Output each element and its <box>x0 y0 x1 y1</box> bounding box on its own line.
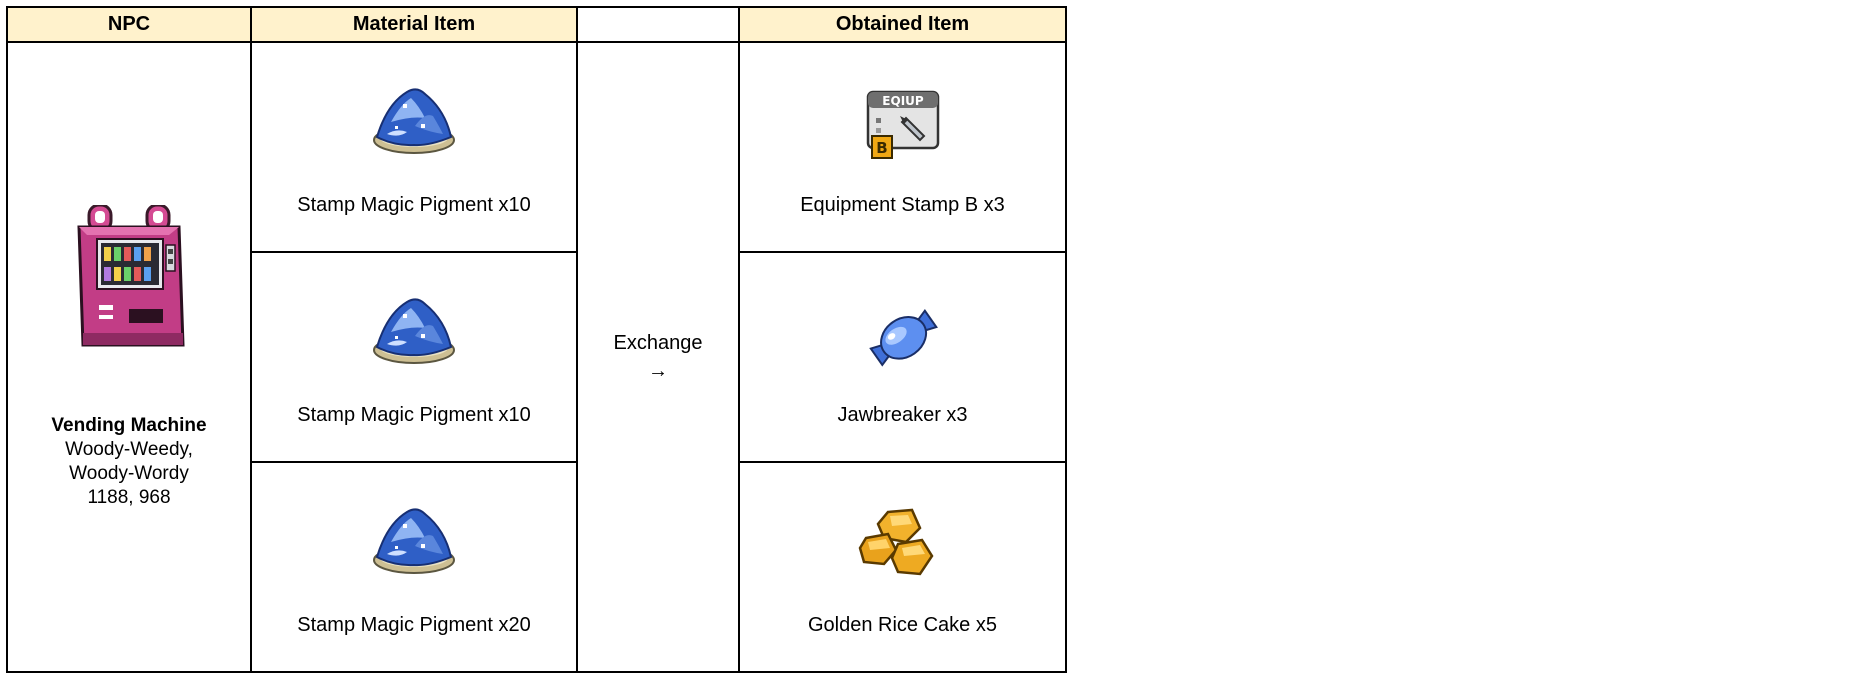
material-cell-1: Stamp Magic Pigment x10 <box>250 41 578 253</box>
npc-location-line-1: Woody-Weedy, <box>65 438 193 460</box>
obtained-label-1: Equipment Stamp B x3 <box>800 193 1005 216</box>
obtained-label-2: Jawbreaker x3 <box>837 403 968 426</box>
equip-stamp-icon: EQIUP B <box>848 82 958 172</box>
material-cell-3: Stamp Magic Pigment x20 <box>250 461 578 673</box>
jawbreaker-candy-icon <box>848 292 958 382</box>
table-row: Vending Machine Woody-Weedy, Woody-Wordy… <box>6 41 1067 673</box>
exchange-table: NPC Material Item Obtained Item <box>6 6 1067 673</box>
blue-pigment-pile-icon <box>359 502 469 592</box>
vending-machine-icon <box>69 204 189 355</box>
svg-text:B: B <box>876 139 887 157</box>
npc-coordinates: 1188, 968 <box>87 486 171 508</box>
obtained-cell-3: Golden Rice Cake x5 <box>738 461 1067 673</box>
material-label-3: Stamp Magic Pigment x20 <box>297 613 531 636</box>
blue-pigment-pile-icon <box>359 292 469 382</box>
material-label-2: Stamp Magic Pigment x10 <box>297 403 531 426</box>
table-row: Stamp Magic Pigment x10 Jawbreaker x3 <box>7 251 1067 463</box>
obtained-cell-2: Jawbreaker x3 <box>738 251 1067 463</box>
npc-name: Vending Machine <box>51 414 207 436</box>
svg-text:EQIUP: EQIUP <box>882 94 924 108</box>
header-obtained-item: Obtained Item <box>738 6 1067 43</box>
header-npc: NPC <box>6 6 252 43</box>
obtained-label-3: Golden Rice Cake x5 <box>808 613 997 636</box>
material-cell-2: Stamp Magic Pigment x10 <box>250 251 578 463</box>
table-row: Stamp Magic Pigment x20 Golden Rice Cake… <box>7 461 1067 673</box>
obtained-cell-1: EQIUP B Equipment Stamp B x3 <box>738 41 1067 253</box>
npc-location-line-2: Woody-Wordy <box>69 462 189 484</box>
exchange-cell: Exchange → <box>576 41 740 673</box>
right-arrow-icon: → <box>648 360 668 382</box>
header-blank <box>576 6 740 42</box>
blue-pigment-pile-icon <box>359 82 469 172</box>
exchange-label: Exchange <box>613 332 703 354</box>
table-header-row: NPC Material Item Obtained Item <box>6 6 1067 43</box>
npc-cell: Vending Machine Woody-Weedy, Woody-Wordy… <box>6 41 252 673</box>
golden-rice-cake-icon <box>848 502 958 592</box>
material-label-1: Stamp Magic Pigment x10 <box>297 193 531 216</box>
header-material-item: Material Item <box>250 6 578 43</box>
